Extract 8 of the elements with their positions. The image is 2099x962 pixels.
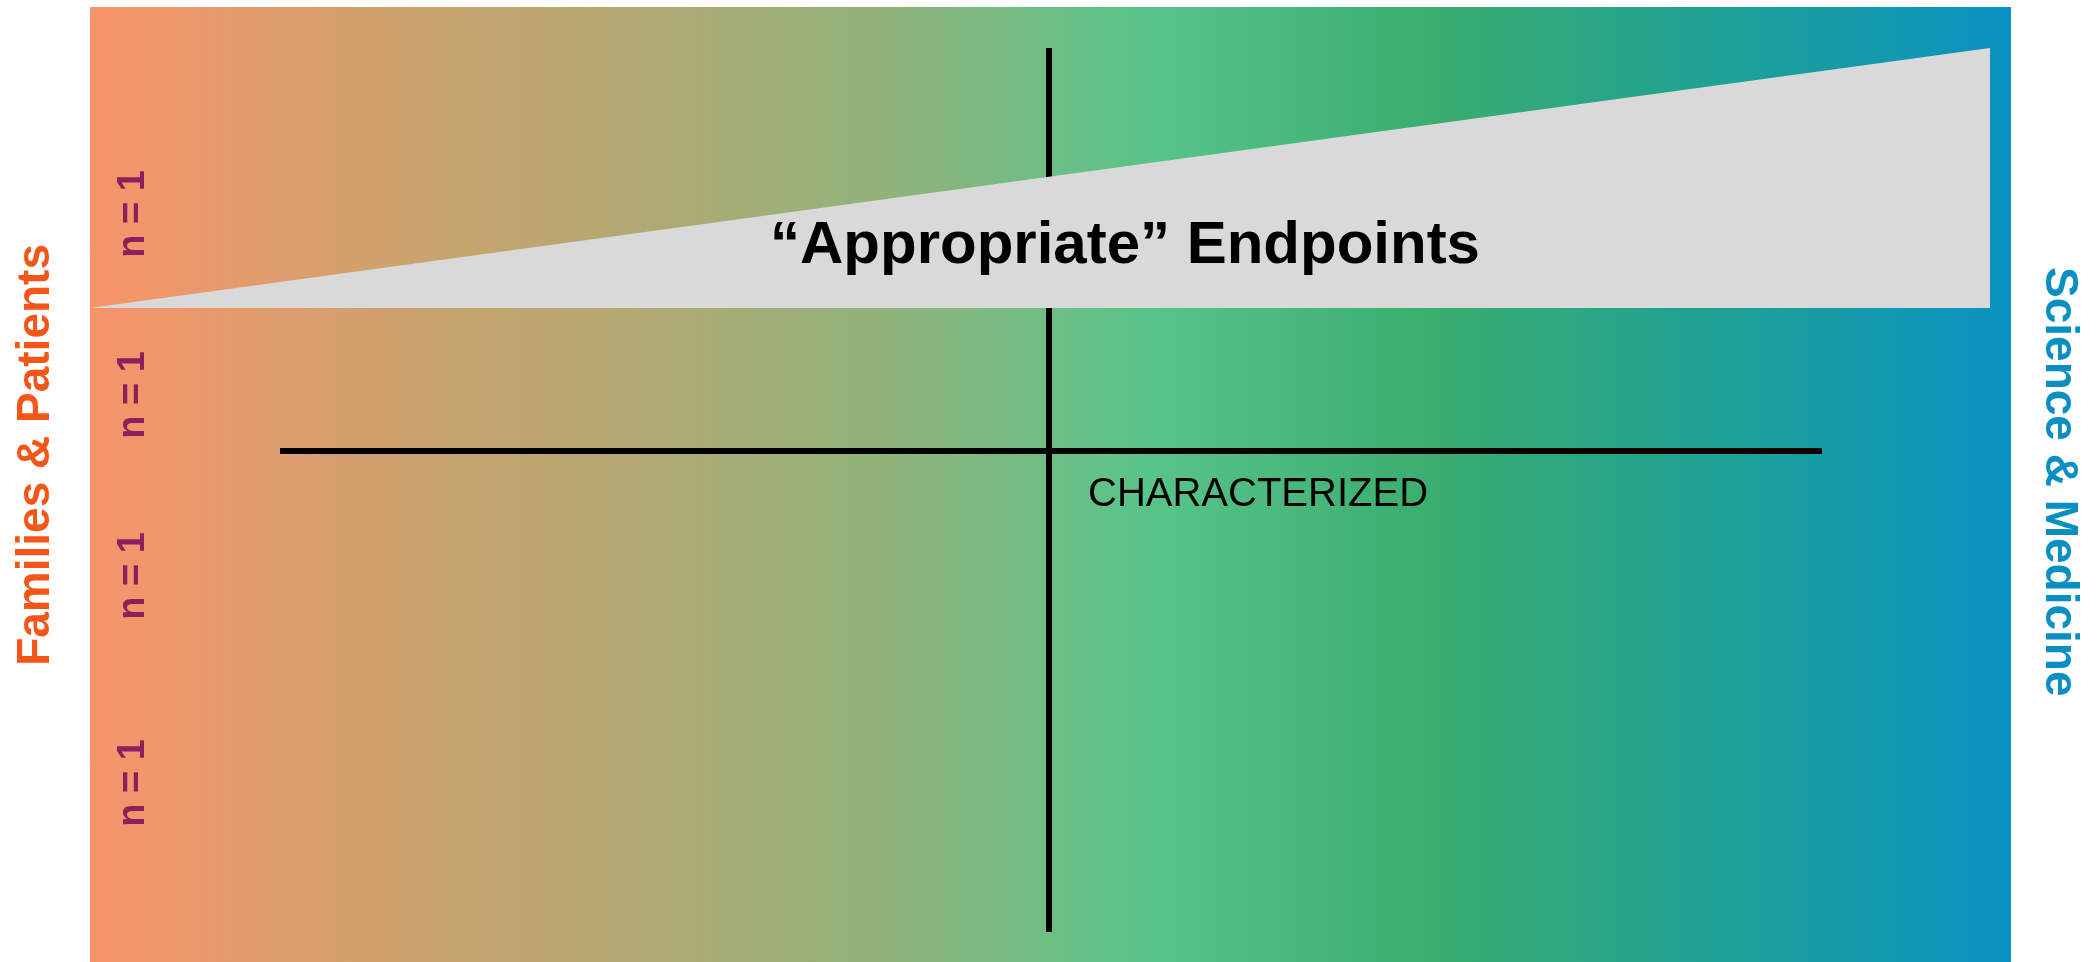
sample-size-label: n = 1 bbox=[112, 532, 150, 620]
sample-size-label: n = 1 bbox=[112, 170, 150, 258]
sample-size-label: n = 1 bbox=[112, 351, 150, 439]
side-title: Families & Patients bbox=[10, 244, 56, 666]
side-title: Science & Medicine bbox=[2039, 267, 2085, 697]
sample-size-label: n = 1 bbox=[112, 739, 150, 827]
axis-label: CHARACTERIZED bbox=[1088, 470, 1429, 515]
wedge-title: “Appropriate” Endpoints bbox=[770, 213, 1480, 273]
